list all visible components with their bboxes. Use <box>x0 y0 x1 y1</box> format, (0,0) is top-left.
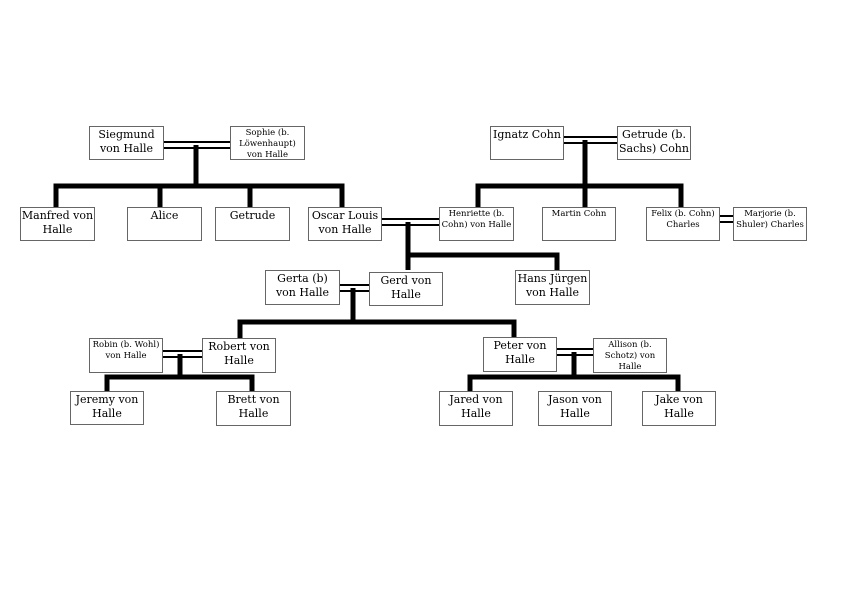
person-gerd: Gerd von Halle <box>369 272 443 306</box>
person-siegmund: Siegmund von Halle <box>89 126 164 160</box>
person-alice: Alice <box>127 207 202 241</box>
person-martin: Martin Cohn <box>542 207 616 241</box>
person-ignatz: Ignatz Cohn <box>490 126 564 160</box>
person-robin: Robin (b. Wohl) von Halle <box>89 338 163 373</box>
person-hans: Hans Jürgen von Halle <box>515 270 590 305</box>
person-oscar: Oscar Louis von Halle <box>308 207 382 241</box>
person-jake: Jake von Halle <box>642 391 716 426</box>
person-allison: Allison (b. Schotz) von Halle <box>593 338 667 373</box>
person-sophie: Sophie (b. Löwenhaupt) von Halle <box>230 126 305 160</box>
person-jason: Jason von Halle <box>538 391 612 426</box>
person-brett: Brett von Halle <box>216 391 291 426</box>
person-jared: Jared von Halle <box>439 391 513 426</box>
person-gerta: Gerta (b) von Halle <box>265 270 340 305</box>
person-peter: Peter von Halle <box>483 337 557 372</box>
descent-lines <box>53 140 684 391</box>
person-henriette: Henriette (b. Cohn) von Halle <box>439 207 514 241</box>
person-manfred: Manfred von Halle <box>20 207 95 241</box>
person-jeremy: Jeremy von Halle <box>70 391 144 425</box>
person-getrude: Getrude <box>215 207 290 241</box>
person-marjorie: Marjorie (b. Shuler) Charles <box>733 207 807 241</box>
person-felix: Felix (b. Cohn) Charles <box>646 207 720 241</box>
person-getrude-cohn: Getrude (b. Sachs) Cohn <box>617 126 691 160</box>
person-robert: Robert von Halle <box>202 338 276 373</box>
